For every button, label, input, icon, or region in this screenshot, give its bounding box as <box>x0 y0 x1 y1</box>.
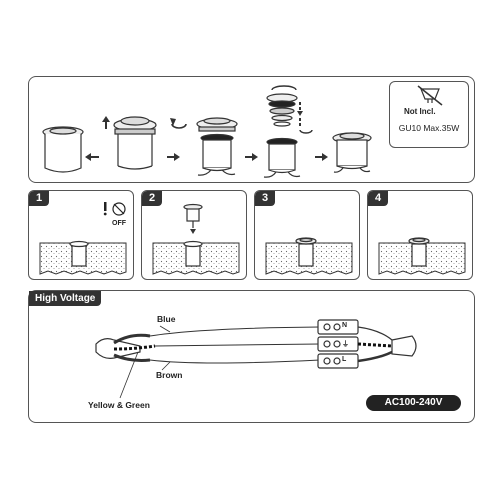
terminal-l-label: L <box>342 356 347 363</box>
terminal-n-label: N <box>342 322 348 329</box>
wire-blue-label: Blue <box>157 314 176 324</box>
step-3-panel: 3 <box>254 190 360 280</box>
housing-in-ground <box>69 240 89 267</box>
voltage-badge: AC100-240V <box>366 395 461 411</box>
step-2-panel: 2 <box>141 190 247 280</box>
wire-ground-label: Yellow & Green <box>88 400 150 410</box>
cable-left <box>95 333 156 362</box>
wire-ground <box>154 343 321 347</box>
wire-brown <box>149 359 321 364</box>
wire-blue <box>149 326 321 337</box>
wire-brown-label: Brown <box>156 370 183 380</box>
fixture-finished <box>408 237 430 267</box>
rotate-icon <box>299 129 313 134</box>
fixture-assembled-right <box>332 132 372 173</box>
warning-icon <box>103 202 107 216</box>
bulb-not-included-box: Not Incl. GU10 Max.35W <box>389 81 469 148</box>
power-off-icon <box>112 202 126 216</box>
step-number: 4 <box>368 191 388 206</box>
rotate-icon <box>171 123 187 129</box>
step-number: 1 <box>29 191 49 206</box>
fixture-insert <box>183 203 203 228</box>
step-4-panel: 4 <box>367 190 473 280</box>
step-1-panel: 1 <box>28 190 134 280</box>
step-number: 3 <box>255 191 275 206</box>
fixture-opened <box>196 117 238 176</box>
arrow-up-icon <box>102 116 110 129</box>
terminal-ground-label: ⏚ <box>342 341 349 348</box>
arrow-down-icon <box>190 229 196 234</box>
label-leader-blue <box>159 325 171 333</box>
arrow-right-icon <box>245 153 258 161</box>
label-leader-brown <box>161 361 171 371</box>
rotate-arrow-head <box>170 118 176 126</box>
fixture-assembled-left <box>42 126 84 173</box>
arrow-left-icon <box>85 153 99 161</box>
terminal-block <box>317 319 359 369</box>
arrow-right-icon <box>315 153 328 161</box>
step-number: 2 <box>142 191 162 206</box>
gu10-bulb-crossed-icon <box>417 85 443 106</box>
off-label: OFF <box>112 220 126 227</box>
housing-in-ground <box>183 240 203 267</box>
label-leader-ground <box>119 351 139 399</box>
not-included-label: Not Incl. <box>404 107 436 116</box>
bulb-spec-label: GU10 Max.35W <box>398 123 460 133</box>
cable-right <box>357 326 417 363</box>
dashed-arrows-icon <box>297 102 303 126</box>
installation-steps: 1 2 3 4 <box>28 190 475 280</box>
fixture-installed <box>295 237 317 267</box>
high-voltage-title: High Voltage <box>29 291 102 306</box>
arrow-right-icon <box>167 153 180 161</box>
fixture-housing <box>113 116 157 170</box>
fixture-exploded <box>263 85 301 178</box>
